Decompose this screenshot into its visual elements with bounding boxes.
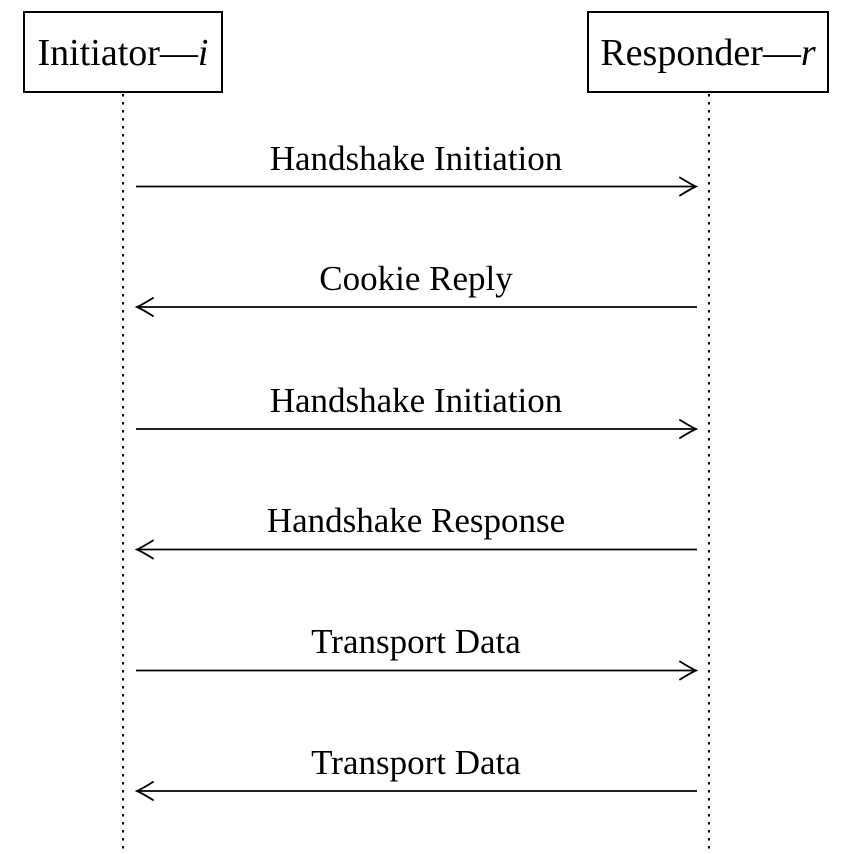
message-label: Handshake Initiation — [270, 139, 563, 178]
actor-initiator: Initiator—i — [23, 11, 223, 93]
message-handshake-initiation-1: Handshake Initiation — [136, 139, 696, 187]
message-cookie-reply: Cookie Reply — [137, 259, 697, 307]
actor-responder: Responder—r — [587, 11, 829, 93]
message-label: Handshake Initiation — [270, 381, 563, 420]
message-handshake-response: Handshake Response — [137, 501, 697, 550]
actor-label-initiator: Initiator—i — [38, 32, 209, 74]
actor-variable: i — [198, 32, 209, 74]
actor-name: Initiator — [38, 32, 161, 74]
actor-separator: — — [762, 32, 802, 74]
message-transport-data-1: Transport Data — [136, 622, 696, 671]
message-label: Transport Data — [311, 743, 521, 782]
actor-box-responder — [587, 11, 829, 93]
message-handshake-initiation-2: Handshake Initiation — [136, 381, 696, 429]
actor-box-initiator — [23, 11, 223, 93]
actor-label-responder: Responder—r — [600, 32, 816, 74]
message-transport-data-2: Transport Data — [137, 743, 697, 791]
message-label: Transport Data — [311, 622, 521, 661]
actor-separator: — — [159, 32, 199, 74]
actor-name: Responder — [600, 32, 763, 74]
message-label: Cookie Reply — [319, 259, 513, 298]
actor-variable: r — [801, 32, 816, 74]
message-label: Handshake Response — [267, 501, 565, 540]
